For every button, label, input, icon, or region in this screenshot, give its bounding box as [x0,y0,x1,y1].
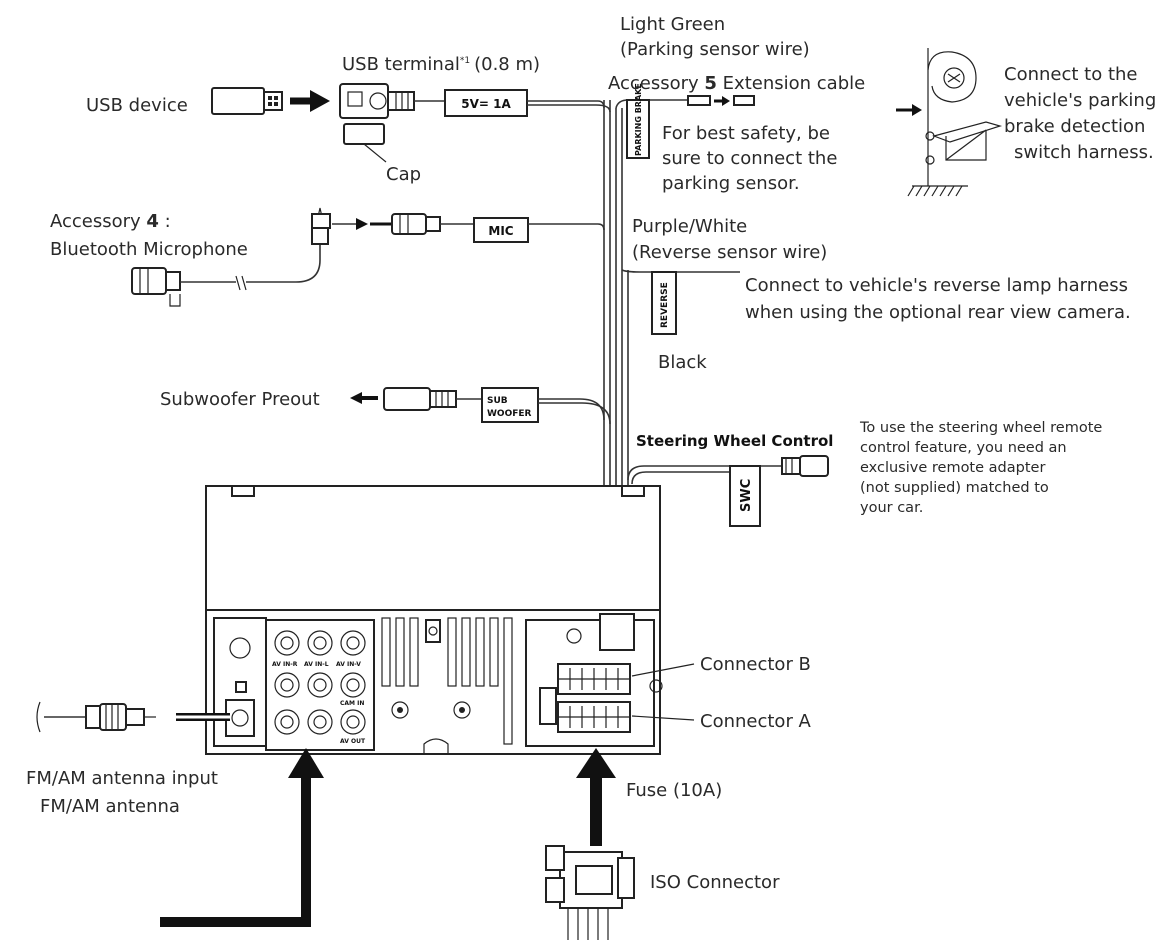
steering-wheel-control: SWC [627,455,829,527]
reverse-wire: REVERSE [621,269,740,335]
black-wire-label: Black [658,352,707,373]
fm-am-antenna-label: FM/AM antenna [40,796,180,817]
cam-in-label: CAM IN [340,700,364,707]
subwoofer-tag-line-2: WOOFER [487,409,532,419]
swc-note-line-2: control feature, you need an [860,440,1067,456]
reverse-connect-line-1: Connect to vehicle's reverse lamp harnes… [745,275,1128,296]
fuse-label: Fuse (10A) [626,780,722,801]
iso-connector [545,845,635,940]
parking-brake-connect-line-1: Connect to the [1004,64,1137,85]
cap-label: Cap [386,164,421,185]
swc-note-line-1: To use the steering wheel remote [859,420,1102,436]
fm-am-input-label: FM/AM antenna input [26,768,218,789]
swc-note-line-3: exclusive remote adapter [860,460,1045,476]
av-in-v-label: AV IN-V [336,661,361,668]
usb-connect-arrow [290,90,330,112]
heatsink [381,617,513,754]
purple-white-label: Purple/White [632,216,747,237]
subwoofer-tag-line-1: SUB [487,396,508,406]
subwoofer-preout: SUB WOOFER [350,387,611,425]
bluetooth-microphone-label: Bluetooth Microphone [50,239,248,260]
reverse-tag: REVERSE [660,282,670,328]
reverse-connect-line-2: when using the optional rear view camera… [745,302,1131,323]
mic-jack: MIC [391,213,605,243]
swc-tag: SWC [739,479,754,512]
parking-brake-connect-line-3: brake detection [1004,116,1145,137]
light-green-label: Light Green [620,14,725,35]
antenna-insert-arrow [160,748,324,927]
parking-brake-switch [896,48,1003,197]
rca-jacks [274,630,366,735]
usb-device [211,87,283,115]
usb-rating-label: 5V= 1A [461,97,511,111]
parking-brake-connect-line-4: switch harness. [1014,142,1154,163]
best-safety-line-2: sure to connect the [662,148,837,169]
av-in-l-label: AV IN-L [304,661,329,668]
mic-tag: MIC [488,224,513,238]
accessory-5-label: Accessory 5 Extension cable [608,73,865,94]
usb-terminal [339,83,445,163]
usb-rating-box: 5V= 1A [444,89,611,117]
bluetooth-microphone [131,207,331,307]
connector-a [557,701,631,733]
swc-note-line-4: (not supplied) matched to [860,480,1049,496]
connector-a-label: Connector A [700,711,812,732]
subwoofer-preout-label: Subwoofer Preout [160,389,320,410]
fm-am-antenna [36,701,230,733]
swc-note-line-5: your car. [860,500,923,516]
parking-sensor-wire-label: (Parking sensor wire) [620,39,810,60]
best-safety-line-3: parking sensor. [662,173,800,194]
usb-device-label: USB device [86,95,188,116]
av-out-label: AV OUT [340,738,366,745]
accessory-4-label: Accessory 4 : [50,211,171,232]
mic-connect-arrow [332,218,392,230]
parking-brake-wire: PARKING BRAKE [615,83,755,159]
connector-b [557,663,631,695]
iso-connector-label: ISO Connector [650,872,780,893]
av-in-r-label: AV IN-R [272,661,298,668]
steering-wheel-control-label: Steering Wheel Control [636,432,833,450]
usb-terminal-label: USB terminal*1(0.8 m) [342,54,540,75]
best-safety-line-1: For best safety, be [662,123,830,144]
parking-brake-tag: PARKING BRAKE [634,83,643,156]
connector-b-label: Connector B [700,654,811,675]
reverse-sensor-wire-label: (Reverse sensor wire) [632,242,827,263]
head-unit: AV IN-R AV IN-L AV IN-V CAM IN AV OUT [205,485,695,755]
iso-insert-arrow [576,748,616,846]
parking-brake-connect-line-2: vehicle's parking [1004,90,1156,111]
